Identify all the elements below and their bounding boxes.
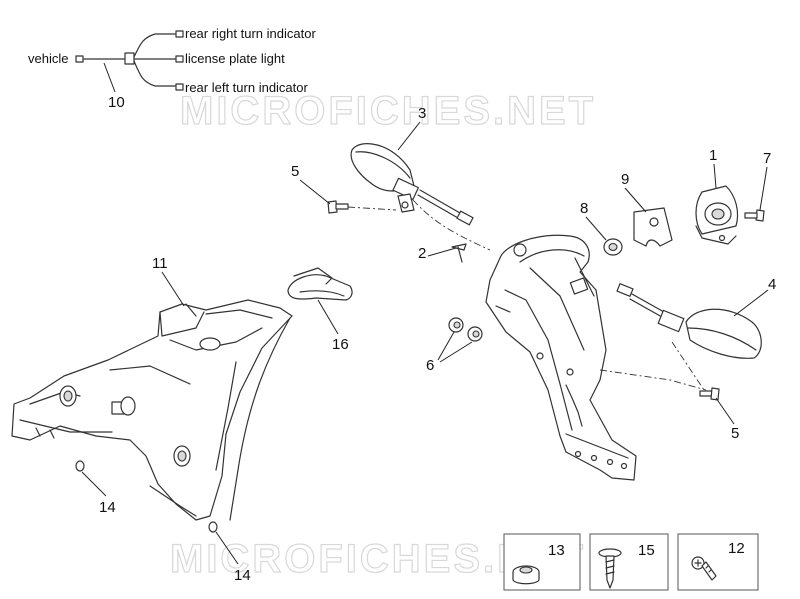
callout-9: 9 [621,171,629,188]
part-14-plug-lower [208,521,218,533]
rear-right-connector-icon [175,30,184,38]
part-15-box: 15 [589,533,669,591]
part-7-screw [744,209,765,222]
part-14-plug-upper [75,460,85,472]
part-13-box: 13 [503,533,581,591]
callout-1: 1 [709,147,717,164]
callout-12: 12 [728,540,745,557]
part-6-nut-left [448,317,464,333]
part-10-wiring-harness: 10 [108,94,125,111]
callout-2: 2 [418,245,426,262]
license-plate-holder-bracket [485,234,637,481]
callout-8: 8 [580,200,588,217]
rear-left-connector-icon [175,83,184,91]
wiring-label-vehicle: vehicle [28,51,68,66]
callout-10: 10 [108,94,125,111]
watermark-top: MICROFICHES.NET [180,89,596,133]
callout-14-lower: 14 [234,567,251,584]
part-3-turn-indicator-right [350,143,491,251]
part-9-bracket [633,207,673,247]
callout-4: 4 [768,276,776,293]
callout-7: 7 [763,150,771,167]
wiring-label-rear-right: rear right turn indicator [185,26,316,41]
callout-14-upper: 14 [99,499,116,516]
part-6-nut-right [467,326,483,342]
part-1-license-plate-light [695,185,739,245]
part-4-turn-indicator-left [599,283,762,391]
wiring-label-rear-left: rear left turn indicator [185,80,309,95]
license-plate-connector-icon [175,55,184,63]
callout-3: 3 [418,105,426,122]
part-11-rear-fender [11,299,293,521]
part-12-box: 12 [677,533,759,591]
part-5-screw-lower [671,341,720,401]
callout-6: 6 [426,357,434,374]
callout-5-upper: 5 [291,163,299,180]
vehicle-connector-icon [75,55,84,63]
callout-13: 13 [548,542,565,559]
part-5-screw-upper [327,200,397,214]
splice-connector-icon [124,52,135,65]
part-16-rubber-cover [287,267,353,301]
part-2-pin [451,243,467,263]
callout-11: 11 [152,255,168,272]
wiring-label-license-plate: license plate light [185,51,285,66]
callouts: 3 5 1 7 9 8 2 11 4 16 6 5 14 14 [81,105,776,584]
callout-5-lower: 5 [731,425,739,442]
callout-16: 16 [332,336,349,353]
wiring-diagram: vehicle rear right turn indicator licens… [28,26,316,95]
callout-15: 15 [638,542,655,559]
part-8-grommet [603,238,623,256]
